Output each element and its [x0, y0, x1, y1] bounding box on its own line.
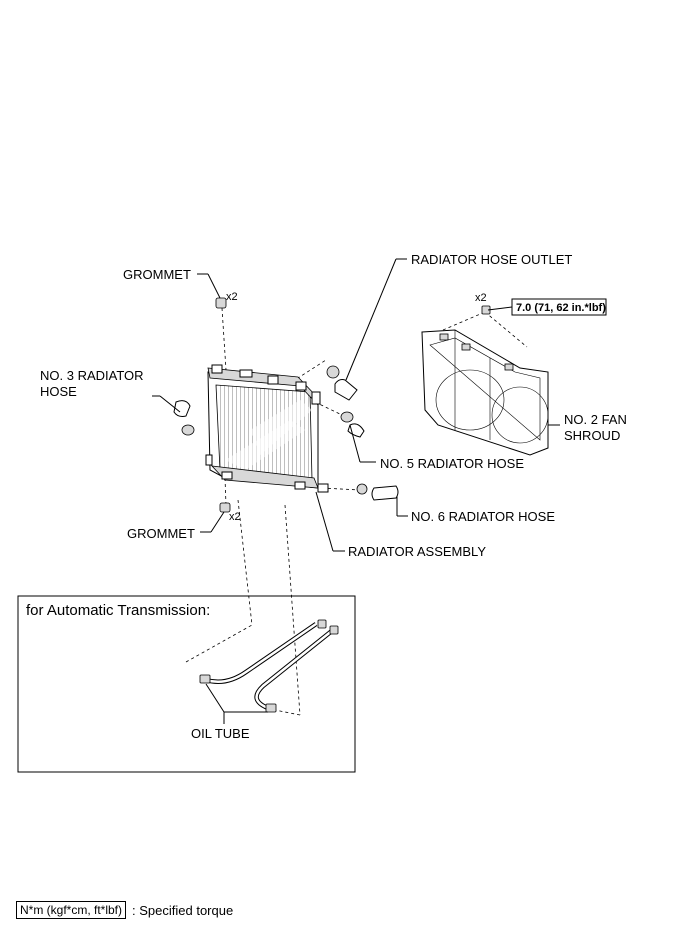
no3-radiator-hose-part: [173, 400, 195, 436]
torque-legend-text: : Specified torque: [132, 902, 234, 918]
torque-box: [511, 298, 607, 316]
no5-hose-label: NO. 5 RADIATOR HOSE: [380, 456, 524, 471]
torque-legend: N*m (kgf*cm, ft*lbf) : Specified torque: [16, 900, 233, 920]
auto-trans-inset-frame: [17, 595, 356, 773]
no3-hose-label-line1: NO. 3 RADIATOR: [40, 368, 144, 383]
grommet-bottom-qty: x2: [229, 511, 241, 523]
no3-hose-label-line2: HOSE: [40, 384, 77, 399]
grommet-bottom-label: GROMMET: [127, 526, 195, 541]
torque-unit-box: N*m (kgf*cm, ft*lbf): [16, 901, 127, 919]
grommet-top-label: GROMMET: [123, 267, 191, 282]
outlet-hose-part: [326, 365, 358, 401]
bolt-qty: x2: [475, 292, 487, 304]
fan-shroud-label-line2: SHROUD: [564, 428, 620, 443]
oil-tube-leader: [205, 683, 268, 724]
no6-hose-label: NO. 6 RADIATOR HOSE: [411, 509, 555, 524]
no6-radiator-hose-part: [356, 483, 399, 501]
grommet-bottom-part: [219, 502, 231, 513]
oil-tube-label: OIL TUBE: [191, 726, 250, 741]
leader-lines: [152, 258, 560, 552]
radiator-assembly-label: RADIATOR ASSEMBLY: [348, 544, 486, 559]
torque-spec: 7.0 (71, 62 in.*lbf): [516, 302, 606, 314]
auto-trans-title: for Automatic Transmission:: [26, 602, 210, 619]
hose-outlet-label: RADIATOR HOSE OUTLET: [411, 252, 572, 267]
grommet-top-qty: x2: [226, 291, 238, 303]
grommet-top-part: [215, 297, 227, 309]
fan-shroud-part: [421, 329, 549, 456]
radiator-assembly: [205, 364, 329, 493]
oil-tube-part: [199, 619, 339, 713]
fan-shroud-label-line1: NO. 2 FAN: [564, 412, 627, 427]
